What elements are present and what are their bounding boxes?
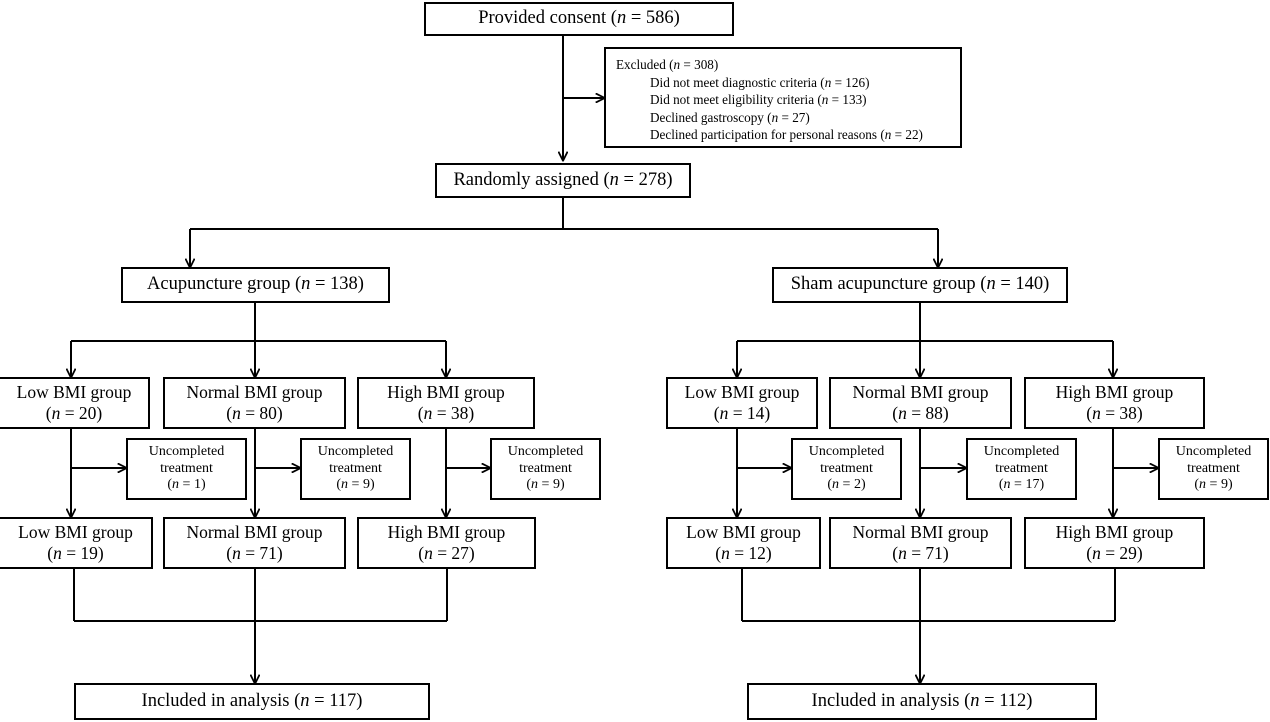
node-right-uncompleted-low: Uncompleted treatment (n = 2) (791, 438, 902, 500)
node-label-line2: treatment (519, 460, 572, 476)
node-count: (n = 19) (47, 543, 104, 563)
node-right-completed-high: High BMI group (n = 29) (1024, 517, 1205, 569)
node-left-allocated-normal: Normal BMI group (n = 80) (163, 377, 346, 429)
node-label-line2: treatment (1187, 460, 1240, 476)
node-left-allocated-high: High BMI group (n = 38) (357, 377, 535, 429)
node-count: (n = 27) (418, 543, 475, 563)
node-label: Normal BMI group (852, 522, 989, 543)
node-label: High BMI group (1055, 522, 1174, 543)
node-count: (n = 88) (892, 403, 949, 423)
node-label-line2: treatment (160, 460, 213, 476)
node-count: (n = 9) (1194, 477, 1233, 493)
node-excluded-item-0: Did not meet diagnostic criteria (n = 12… (650, 74, 870, 90)
node-right-completed-normal: Normal BMI group (n = 71) (829, 517, 1012, 569)
node-label: Normal BMI group (852, 382, 989, 403)
node-label: Low BMI group (16, 382, 132, 403)
node-count: (n = 12) (715, 543, 772, 563)
node-acupuncture-group-text: Acupuncture group (n = 138) (147, 274, 364, 295)
node-randomly-assigned: Randomly assigned (n = 278) (435, 163, 691, 198)
node-right-uncompleted-normal: Uncompleted treatment (n = 17) (966, 438, 1077, 500)
node-sham-acupuncture-group: Sham acupuncture group (n = 140) (772, 267, 1068, 303)
node-label-line2: treatment (820, 460, 873, 476)
node-label-line1: Uncompleted (317, 444, 394, 460)
node-label-line2: treatment (329, 460, 382, 476)
node-left-uncompleted-high: Uncompleted treatment (n = 9) (490, 438, 601, 500)
node-count: (n = 9) (336, 477, 375, 493)
node-count: (n = 38) (1086, 403, 1143, 423)
node-right-completed-low: Low BMI group (n = 12) (666, 517, 821, 569)
node-left-included-text: Included in analysis (n = 117) (141, 690, 363, 711)
node-count: (n = 1) (167, 477, 206, 493)
node-count: (n = 71) (226, 543, 283, 563)
node-excluded-item-3: Declined participation for personal reas… (650, 127, 923, 143)
node-label-line1: Uncompleted (507, 444, 584, 460)
node-left-completed-low: Low BMI group (n = 19) (0, 517, 153, 569)
node-left-allocated-low: Low BMI group (n = 20) (0, 377, 150, 429)
node-count: (n = 2) (827, 477, 866, 493)
node-provided-consent: Provided consent (n = 586) (424, 2, 734, 36)
node-right-uncompleted-high: Uncompleted treatment (n = 9) (1158, 438, 1269, 500)
node-right-allocated-low: Low BMI group (n = 14) (666, 377, 818, 429)
node-randomly-assigned-text: Randomly assigned (n = 278) (453, 169, 673, 190)
node-label: Normal BMI group (186, 522, 323, 543)
node-count: (n = 80) (226, 403, 283, 423)
node-label: High BMI group (1055, 382, 1174, 403)
node-acupuncture-group: Acupuncture group (n = 138) (121, 267, 390, 303)
node-label: High BMI group (387, 522, 506, 543)
node-left-uncompleted-normal: Uncompleted treatment (n = 9) (300, 438, 411, 500)
node-label: Low BMI group (684, 382, 800, 403)
node-excluded-item-2: Declined gastroscopy (n = 27) (650, 109, 810, 125)
node-right-included-in-analysis: Included in analysis (n = 112) (747, 683, 1097, 720)
node-count: (n = 14) (713, 403, 771, 423)
node-provided-consent-text: Provided consent (n = 586) (478, 8, 680, 29)
node-count: (n = 29) (1086, 543, 1143, 563)
node-count: (n = 71) (892, 543, 949, 563)
node-left-included-in-analysis: Included in analysis (n = 117) (74, 683, 430, 720)
node-label-line1: Uncompleted (808, 444, 885, 460)
node-left-completed-high: High BMI group (n = 27) (357, 517, 536, 569)
node-count: (n = 17) (998, 477, 1045, 493)
node-label-line2: treatment (995, 460, 1048, 476)
node-right-included-text: Included in analysis (n = 112) (811, 690, 1033, 711)
node-left-uncompleted-low: Uncompleted treatment (n = 1) (126, 438, 247, 500)
node-label: Normal BMI group (186, 382, 323, 403)
node-label: High BMI group (387, 382, 505, 403)
node-left-completed-normal: Normal BMI group (n = 71) (163, 517, 346, 569)
node-label-line1: Uncompleted (1175, 444, 1252, 460)
node-count: (n = 38) (417, 403, 475, 423)
node-label-line1: Uncompleted (148, 444, 225, 460)
node-excluded-item-1: Did not meet eligibility criteria (n = 1… (650, 92, 867, 108)
node-label-line1: Uncompleted (983, 444, 1060, 460)
node-count: (n = 9) (526, 477, 565, 493)
node-excluded: Excluded (n = 308) Did not meet diagnost… (604, 47, 962, 148)
node-right-allocated-high: High BMI group (n = 38) (1024, 377, 1205, 429)
node-label: Low BMI group (686, 522, 801, 543)
node-sham-acupuncture-group-text: Sham acupuncture group (n = 140) (790, 274, 1050, 295)
node-excluded-header: Excluded (n = 308) (616, 57, 719, 72)
node-count: (n = 20) (45, 403, 103, 423)
node-right-allocated-normal: Normal BMI group (n = 88) (829, 377, 1012, 429)
node-label: Low BMI group (18, 522, 133, 543)
